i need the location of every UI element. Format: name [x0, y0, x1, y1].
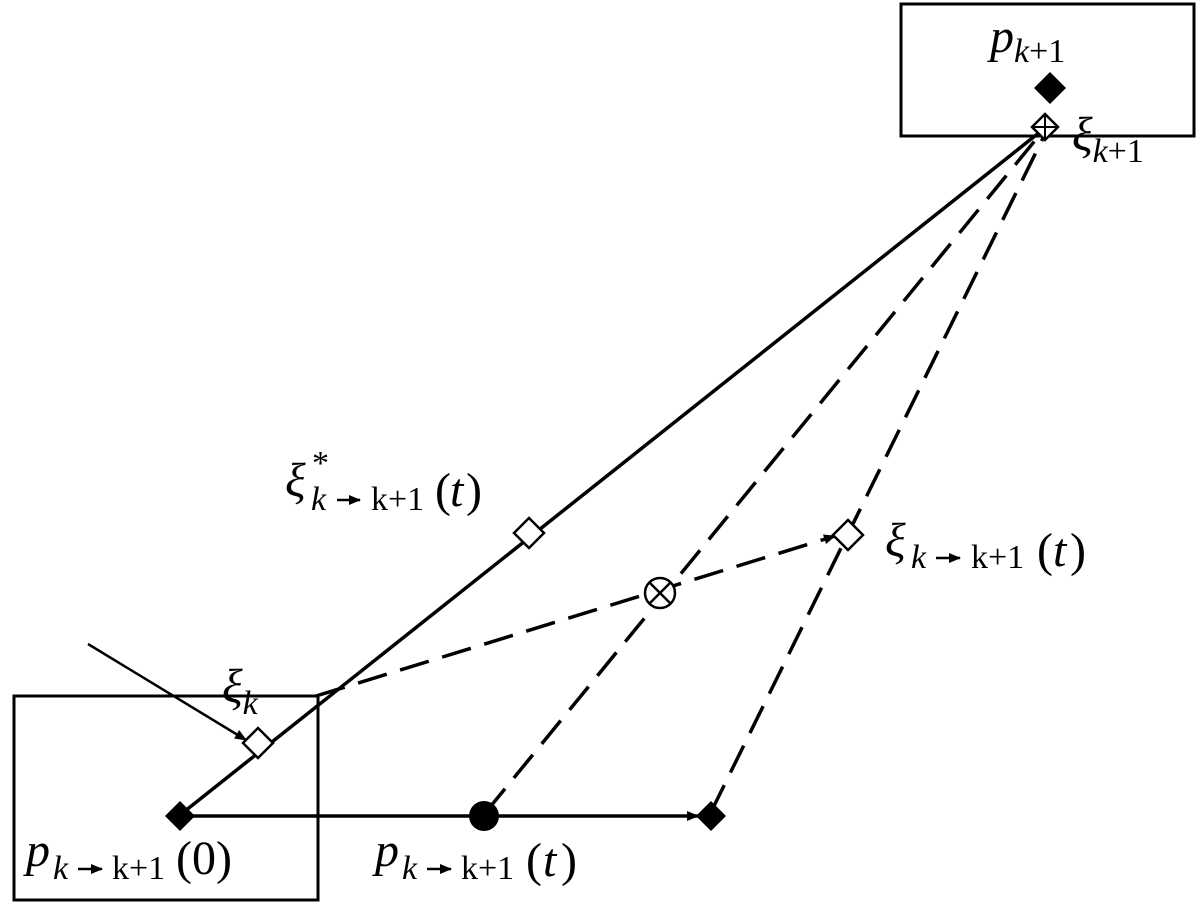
label-xi-k: ξk [222, 660, 259, 722]
start-point-marker [165, 801, 195, 831]
label-xi-k1: ξk+1 [1072, 108, 1144, 170]
dashed-line-from-end-point [709, 131, 1048, 813]
start-region-box [12, 694, 320, 902]
label-p-k1: pk+1 [987, 10, 1065, 70]
xi-t-marker [831, 518, 865, 552]
optimal-path-line [178, 126, 1047, 817]
svg-text:p: p [23, 824, 50, 877]
moving-point-marker [469, 801, 499, 831]
svg-text:k+1: k+1 [971, 539, 1024, 576]
svg-text:(: ( [1037, 524, 1053, 577]
svg-text:t: t [543, 834, 558, 887]
dashed-line-to-xi-t [315, 534, 836, 698]
svg-text:k: k [911, 539, 927, 576]
xi-k-marker [241, 726, 275, 760]
svg-text:k: k [402, 850, 418, 887]
svg-text:(: ( [435, 464, 451, 517]
label-xi-t: ξ k k+1 ( t ) [885, 514, 1086, 577]
svg-text:): ) [561, 834, 577, 887]
label-p-0: p k k+1 (0) [23, 824, 232, 887]
xi-k-pointer-arrow [87, 642, 247, 742]
svg-text:): ) [466, 464, 482, 517]
target-point-marker [1034, 72, 1066, 104]
label-p-t: p k k+1 ( t ) [372, 824, 577, 887]
xi-star-marker [512, 516, 546, 550]
end-point-marker [696, 801, 726, 831]
intersection-marker [643, 576, 677, 610]
svg-text:k: k [311, 481, 327, 518]
svg-text:*: * [312, 445, 329, 482]
svg-text:): ) [1070, 524, 1086, 577]
svg-text:(0): (0) [176, 832, 232, 885]
xi-k1-marker [1030, 112, 1060, 142]
svg-text:(: ( [526, 834, 542, 887]
svg-text:k+1: k+1 [371, 481, 424, 518]
svg-text:ξ: ξ [285, 454, 306, 507]
label-xi-star: ξ * k k+1 ( t ) [285, 445, 482, 518]
svg-text:ξk: ξk [222, 660, 259, 722]
svg-text:k+1: k+1 [112, 850, 165, 887]
svg-text:pk+1: pk+1 [987, 10, 1065, 70]
svg-text:ξ: ξ [885, 514, 906, 567]
svg-text:p: p [372, 824, 399, 877]
svg-text:t: t [450, 464, 465, 517]
svg-text:ξk+1: ξk+1 [1072, 108, 1144, 170]
svg-text:t: t [1053, 524, 1068, 577]
svg-text:k: k [53, 850, 69, 887]
dashed-line-from-moving-point [484, 130, 1044, 814]
svg-text:k+1: k+1 [461, 850, 514, 887]
